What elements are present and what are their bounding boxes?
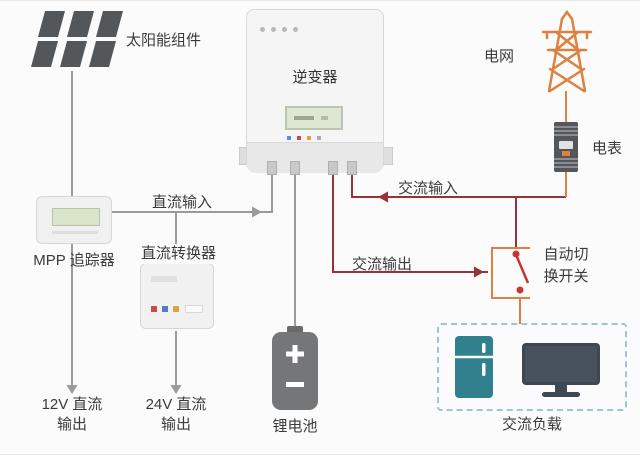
dc-input-label: 直流输入	[152, 194, 213, 211]
inverter-terminal	[290, 161, 300, 175]
dc-arrows	[66, 206, 262, 394]
mpp-display	[52, 208, 100, 226]
grid-wires	[491, 91, 567, 324]
ac-load-box	[437, 323, 627, 411]
output-24v-line2: 输出	[160, 416, 191, 433]
inverter-vents-icon	[260, 27, 298, 32]
battery-icon	[272, 326, 318, 410]
monitor-icon	[522, 343, 600, 397]
ac-arrows	[378, 191, 484, 278]
output-24v-line1: 24V 直流	[145, 396, 207, 413]
solar-panel-label: 太阳能组件	[126, 32, 202, 49]
meter-label: 电表	[592, 140, 623, 157]
dc-converter-slot	[185, 305, 203, 313]
grid-label: 电网	[484, 48, 515, 65]
inverter-indicator-leds	[287, 136, 321, 140]
inverter-terminal	[267, 161, 277, 175]
output-12v-line1: 12V 直流	[41, 396, 103, 413]
mpp-tracker-label: MPP 追踪器	[33, 252, 115, 269]
ac-load-label: 交流负载	[502, 416, 563, 433]
battery-label: 锂电池	[272, 418, 318, 435]
transfer-switch-icon	[512, 250, 530, 294]
dc-converter-device	[140, 263, 214, 329]
ac-output-label: 交流输出	[352, 256, 413, 273]
transfer-switch-label: 自动切换开关	[543, 246, 589, 285]
ac-wires	[332, 171, 566, 273]
mpp-groove	[52, 231, 98, 234]
dc-converter-vent	[151, 276, 177, 282]
inverter-device: 逆变器	[246, 9, 384, 173]
solar-panel-icon	[31, 11, 123, 67]
electric-meter-icon	[554, 122, 578, 172]
inverter-terminal	[328, 161, 338, 175]
transmission-tower-icon	[541, 9, 593, 93]
inverter-display	[285, 106, 343, 130]
dc-converter-leds	[151, 306, 179, 312]
inverter-label: 逆变器	[292, 69, 338, 86]
inverter-mount-tab	[383, 147, 393, 165]
refrigerator-icon	[455, 336, 493, 398]
output-12v-line2: 输出	[56, 416, 87, 433]
dc-converter-label: 直流转换器	[139, 244, 219, 264]
output-12v-label: 12V 直流 输出	[30, 395, 114, 435]
output-24v-label: 24V 直流 输出	[134, 395, 218, 435]
dc-wires	[71, 71, 296, 385]
mpp-tracker-device	[36, 196, 112, 244]
inverter-terminal	[347, 161, 357, 175]
ac-input-label: 交流输入	[398, 180, 459, 197]
